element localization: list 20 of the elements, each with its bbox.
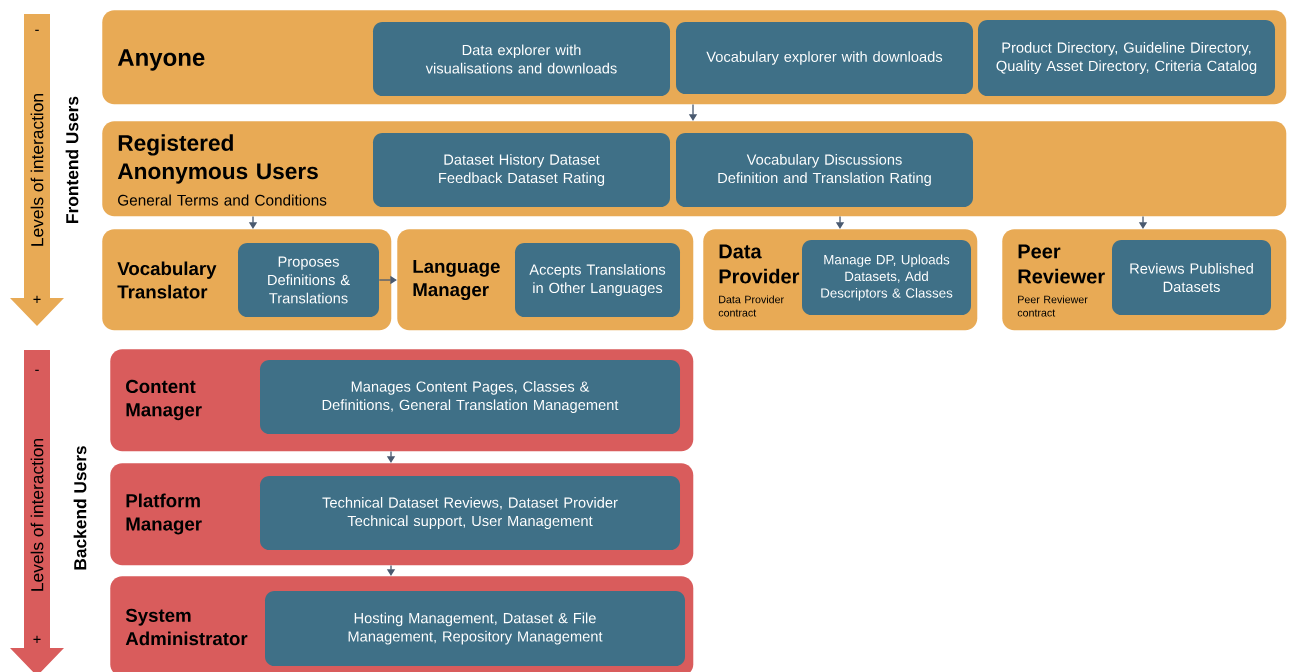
scale-sign: - — [35, 29, 39, 31]
group-label: Backend Users — [73, 446, 87, 570]
feature-box: Manages Content Pages, Classes & Definitions, General Translation Management — [260, 360, 680, 434]
feature-box: Product Directory, Guideline Directory, Quality Asset Directory, Criteria Catalog — [978, 20, 1275, 96]
group-label: Frontend Users — [65, 96, 79, 223]
axis-label: Levels of interaction — [30, 94, 44, 246]
feature-box: Vocabulary Discussions Definition and Translation Rating — [676, 133, 973, 207]
scale-sign: + — [33, 295, 41, 303]
feature-box: Data explorer with visualisations and downloads — [373, 22, 670, 96]
feature-box: Technical Dataset Reviews, Dataset Provider Technical support, User Management — [260, 476, 680, 550]
scale-sign: + — [33, 635, 41, 643]
feature-box: Manage DP, Uploads Datasets, Add Descriptors & Classes — [802, 240, 971, 315]
scale-sign: - — [35, 369, 39, 371]
feature-box: Proposes Definitions & Translations — [238, 243, 379, 317]
feature-box: Reviews Published Datasets — [1112, 240, 1271, 315]
feature-box: Vocabulary explorer with downloads — [676, 22, 973, 94]
feature-box: Dataset History Dataset Feedback Dataset Rating — [373, 133, 670, 207]
feature-box: Accepts Translations in Other Languages — [515, 243, 680, 317]
axis-label: Levels of interaction — [30, 439, 44, 591]
feature-box: Hosting Management, Dataset & File Management, Repository Management — [265, 591, 685, 666]
